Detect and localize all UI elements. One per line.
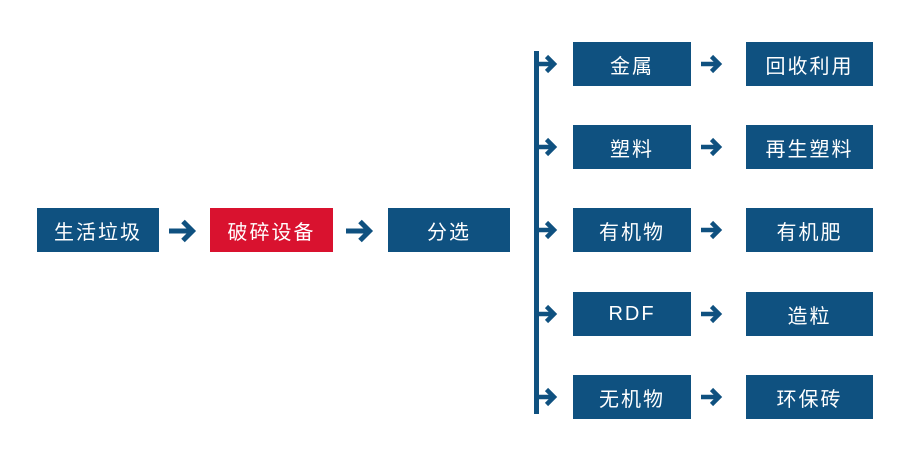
node-household-waste: 生活垃圾 — [37, 208, 159, 252]
node-rdf: RDF — [573, 292, 691, 336]
node-plastic: 塑料 — [573, 125, 691, 169]
flow-arrow-icon — [701, 304, 723, 324]
node-recycled-plastic: 再生塑料 — [746, 125, 873, 169]
node-granulation: 造粒 — [746, 292, 873, 336]
node-eco-brick: 环保砖 — [746, 375, 873, 419]
flow-arrow-icon — [701, 387, 723, 407]
branch-trunk-line — [534, 51, 539, 414]
branch-arrow-icon — [536, 304, 558, 324]
branch-arrow-icon — [536, 387, 558, 407]
node-sorting: 分选 — [388, 208, 510, 252]
node-organic-fertilizer: 有机肥 — [746, 208, 873, 252]
branch-arrow-icon — [536, 220, 558, 240]
node-recycling: 回收利用 — [746, 42, 873, 86]
node-inorganic-matter: 无机物 — [573, 375, 691, 419]
flow-arrow-icon — [701, 54, 723, 74]
node-crushing-equipment: 破碎设备 — [210, 208, 333, 252]
node-organic-matter: 有机物 — [573, 208, 691, 252]
flow-arrow-icon — [701, 137, 723, 157]
flow-arrow-icon — [701, 220, 723, 240]
branch-arrow-icon — [536, 54, 558, 74]
flow-arrow-icon — [169, 219, 197, 243]
node-metal: 金属 — [573, 42, 691, 86]
flow-arrow-icon — [346, 219, 374, 243]
branch-arrow-icon — [536, 137, 558, 157]
